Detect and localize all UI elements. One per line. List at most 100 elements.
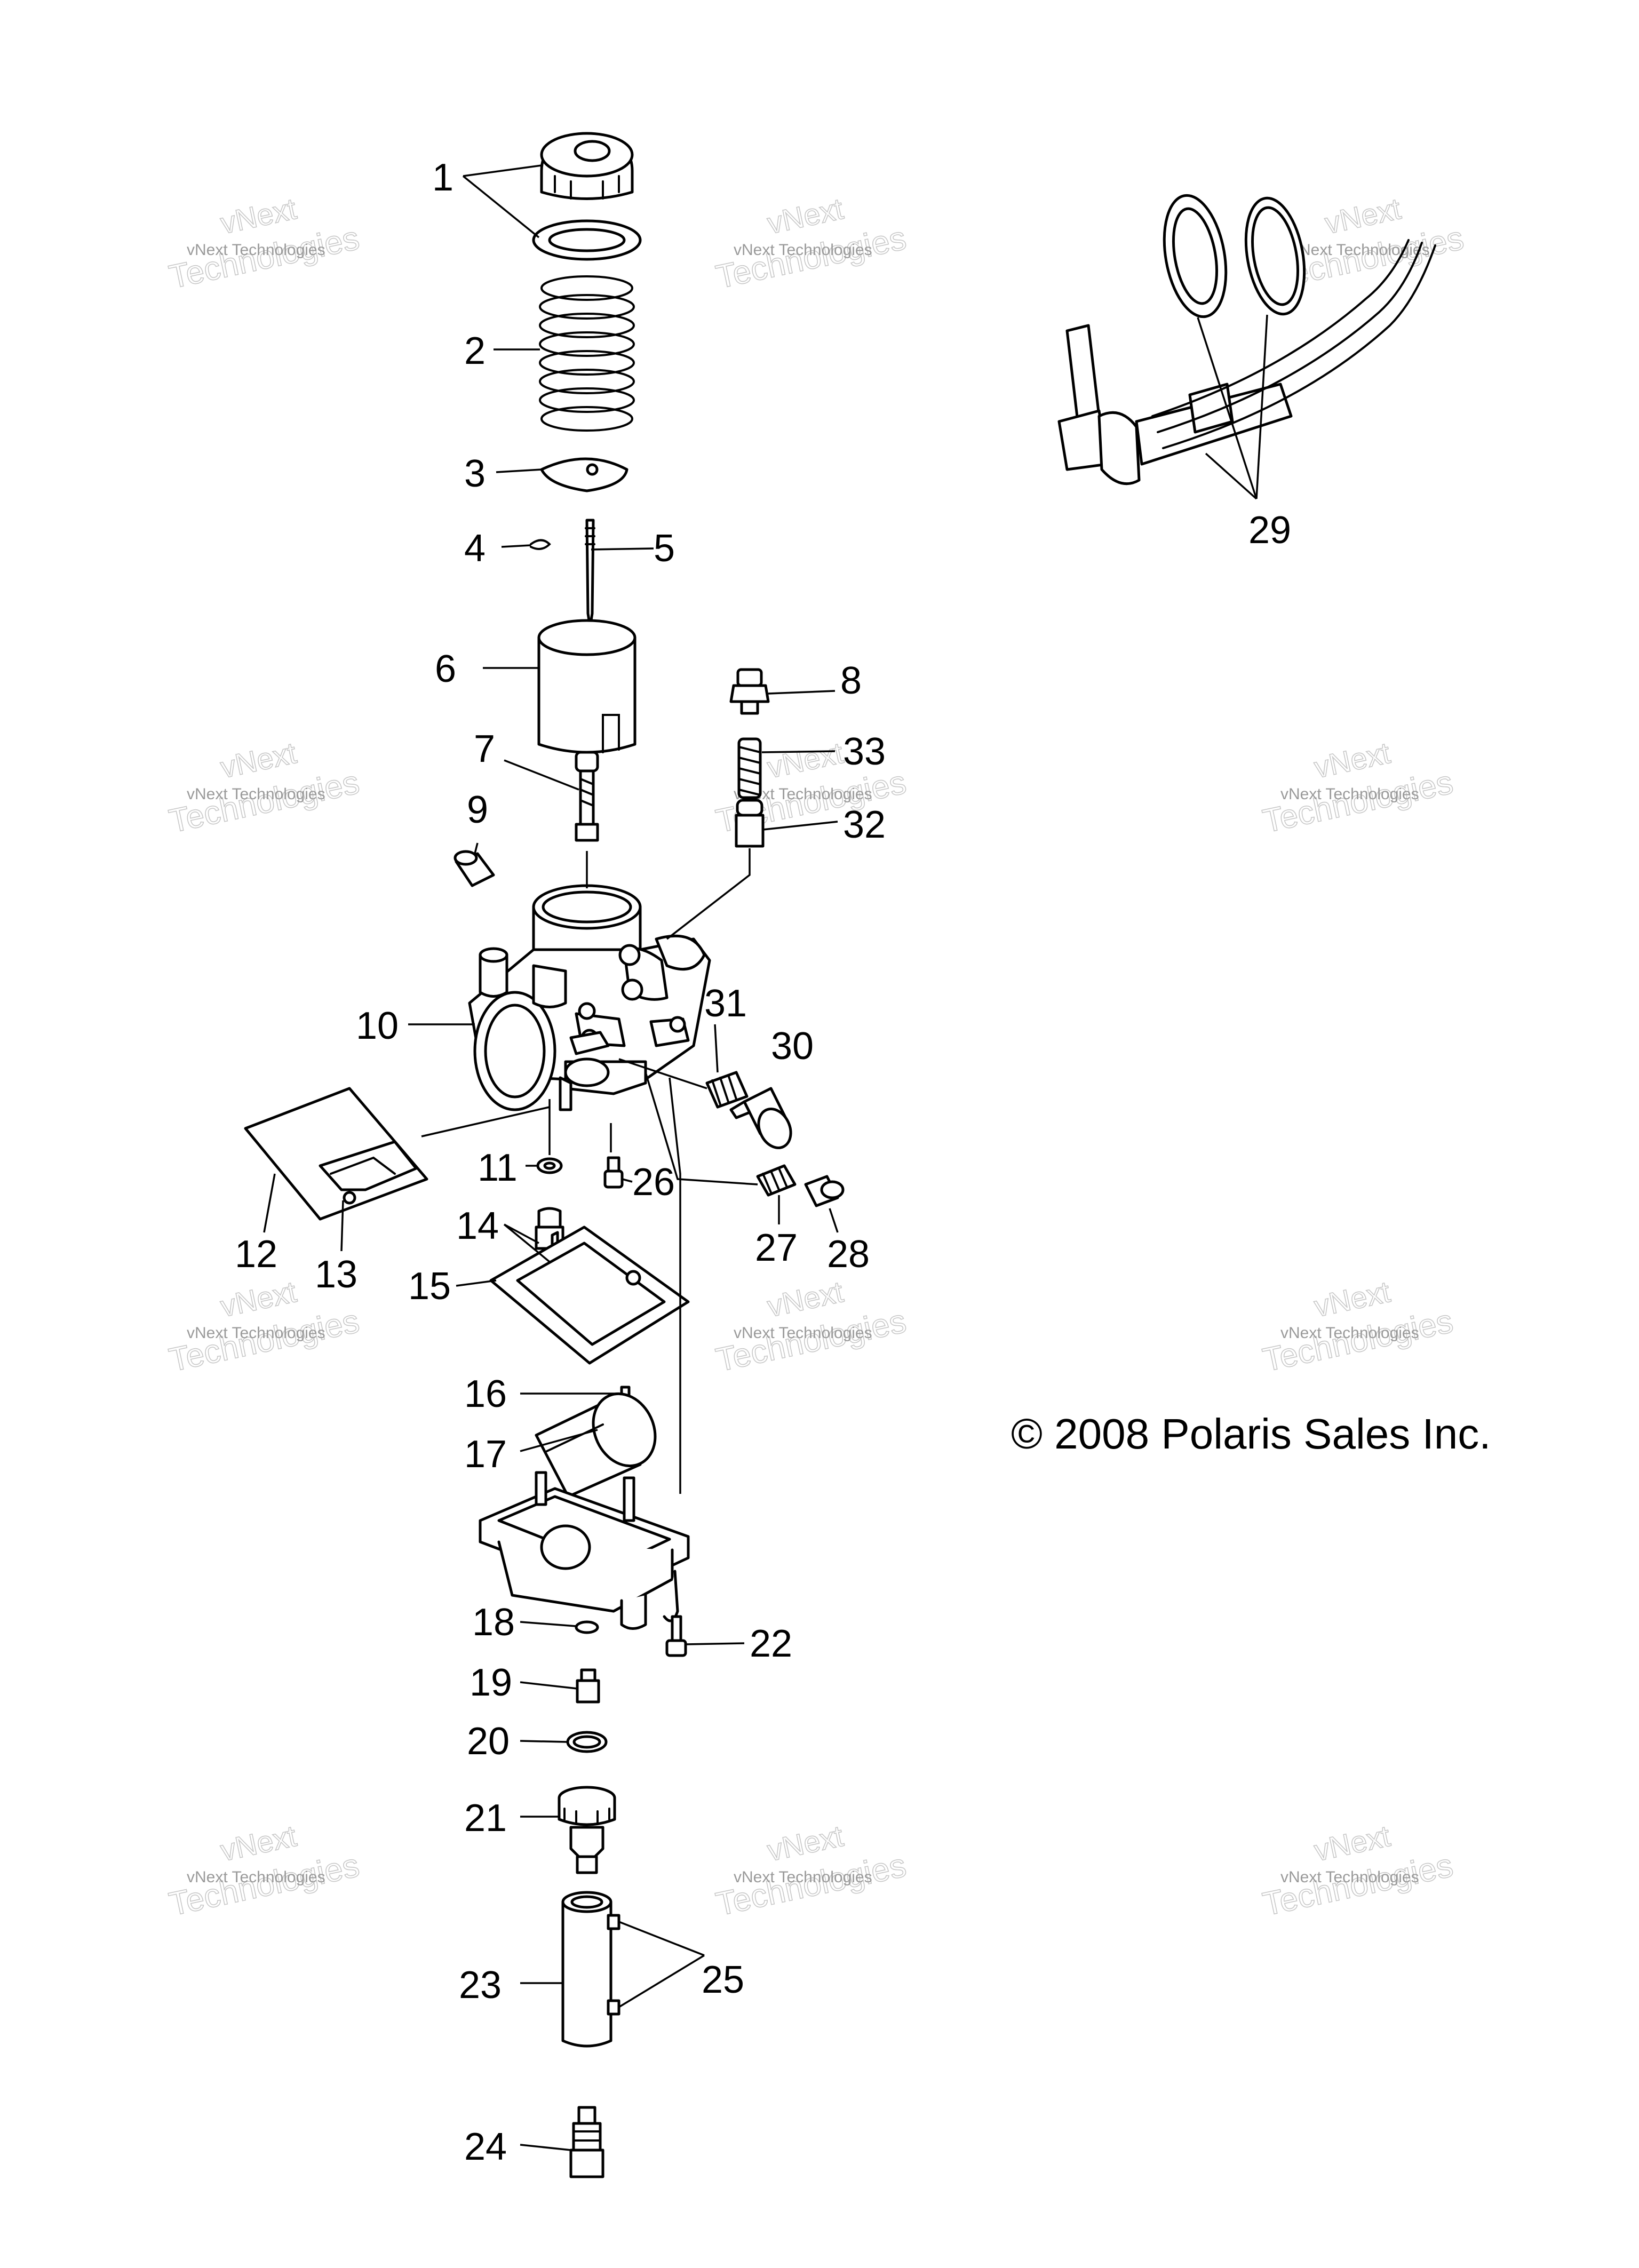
watermark-small-text: vNext Technologies bbox=[1280, 785, 1419, 803]
watermark-big-line1: vNext bbox=[218, 736, 300, 784]
watermark-small-text: vNext Technologies bbox=[734, 1868, 872, 1886]
callout-6: 6 bbox=[435, 648, 456, 690]
watermark-small-text: vNext Technologies bbox=[187, 1324, 325, 1342]
watermark-small-text: vNext Technologies bbox=[734, 1324, 872, 1342]
part-8-fitting bbox=[729, 668, 770, 715]
callout-12: 12 bbox=[235, 1233, 277, 1276]
watermark-small-text: vNext Technologies bbox=[734, 241, 872, 259]
part-18-washer bbox=[575, 1620, 599, 1634]
part-26-jet bbox=[603, 1156, 624, 1189]
callout-14: 14 bbox=[456, 1205, 499, 1247]
callout-3: 3 bbox=[464, 452, 486, 495]
callout-32: 32 bbox=[843, 803, 886, 846]
part-21-drain-plug bbox=[558, 1786, 616, 1874]
callout-11: 11 bbox=[478, 1147, 518, 1189]
part-33-spring bbox=[737, 737, 762, 799]
part-32-plunger bbox=[735, 799, 765, 848]
callout-27: 27 bbox=[755, 1227, 798, 1269]
part-5-jet-needle bbox=[585, 519, 595, 628]
callout-labels: 1 2 3 4 5 6 7 8 9 10 11 12 13 14 15 16 1… bbox=[235, 156, 1291, 2168]
watermark-big-line1: vNext bbox=[765, 736, 847, 784]
watermark-small-text: vNext Technologies bbox=[1280, 1324, 1419, 1342]
part-3-retainer-plate bbox=[540, 457, 628, 492]
callout-5: 5 bbox=[654, 527, 675, 570]
part-22-screw bbox=[665, 1615, 687, 1657]
part-6-throttle-slide bbox=[537, 619, 636, 754]
callout-16: 16 bbox=[464, 1373, 507, 1415]
watermark-big-line1: vNext bbox=[218, 1819, 300, 1867]
part-31-spring bbox=[705, 1071, 749, 1109]
part-28-screw bbox=[804, 1175, 845, 1207]
part-30-screw bbox=[729, 1087, 792, 1149]
part-2-spring bbox=[539, 275, 635, 432]
callout-25: 25 bbox=[702, 1959, 744, 2001]
callout-9: 9 bbox=[467, 789, 488, 831]
watermark-big-line1: vNext bbox=[1311, 736, 1394, 784]
callout-leaders bbox=[263, 164, 1268, 2151]
callout-7: 7 bbox=[474, 728, 495, 770]
callout-23: 23 bbox=[459, 1964, 502, 2007]
part-15-bowl-gasket bbox=[489, 1225, 690, 1365]
watermark-big-line1: vNext bbox=[218, 192, 300, 240]
callout-10: 10 bbox=[356, 1005, 399, 1047]
assembly-connector-lines bbox=[421, 848, 758, 1494]
part-1-top-cap bbox=[532, 132, 642, 261]
callout-17: 17 bbox=[464, 1433, 507, 1476]
part-11-washer bbox=[536, 1157, 563, 1174]
part-20-o-ring bbox=[566, 1731, 608, 1753]
part-13-float-clip bbox=[319, 1140, 418, 1205]
watermark-big-line1: vNext bbox=[218, 1275, 300, 1323]
part-9-plug bbox=[453, 850, 495, 887]
watermark-small-text: vNext Technologies bbox=[1291, 241, 1430, 259]
callout-30: 30 bbox=[771, 1025, 814, 1068]
watermark-big-line1: vNext bbox=[765, 192, 847, 240]
watermark-small-text: vNext Technologies bbox=[187, 241, 325, 259]
callout-18: 18 bbox=[472, 1601, 515, 1644]
callout-8: 8 bbox=[840, 659, 862, 702]
callout-24: 24 bbox=[464, 2126, 507, 2168]
part-12-gasket bbox=[244, 1087, 428, 1221]
callout-15: 15 bbox=[408, 1265, 451, 1308]
watermark-big-line1: vNext bbox=[765, 1819, 847, 1867]
watermark-big-line1: vNext bbox=[1311, 1275, 1394, 1323]
watermark-small-text: vNext Technologies bbox=[187, 1868, 325, 1886]
callout-2: 2 bbox=[464, 330, 486, 372]
callout-19: 19 bbox=[470, 1661, 512, 1704]
part-7-screw bbox=[575, 751, 599, 842]
part-10-carburetor-body bbox=[468, 884, 711, 1111]
part-23-drain-tube bbox=[561, 1891, 612, 2048]
part-17-float bbox=[535, 1392, 657, 1498]
callout-28: 28 bbox=[827, 1233, 870, 1276]
part-19-jet bbox=[576, 1668, 600, 1704]
callout-22: 22 bbox=[750, 1622, 792, 1665]
watermark-big-line1: vNext bbox=[1311, 1819, 1394, 1867]
part-24-fitting bbox=[569, 2106, 604, 2178]
watermark-small-text: vNext Technologies bbox=[1280, 1868, 1419, 1886]
callout-29: 29 bbox=[1248, 509, 1291, 552]
watermark-small-text: vNext Technologies bbox=[187, 785, 325, 803]
part-29-throttle-assembly bbox=[1057, 194, 1436, 486]
part-27-spring bbox=[756, 1164, 797, 1197]
callout-4: 4 bbox=[464, 527, 486, 570]
callout-13: 13 bbox=[315, 1253, 357, 1296]
callout-21: 21 bbox=[464, 1797, 507, 1840]
callout-31: 31 bbox=[704, 982, 747, 1025]
callout-20: 20 bbox=[467, 1720, 510, 1763]
part-25-clamps bbox=[607, 1914, 620, 2016]
part-4-e-clip bbox=[530, 539, 551, 550]
part-bowl-float-chamber bbox=[479, 1471, 690, 1630]
callout-1: 1 bbox=[432, 156, 453, 199]
callout-33: 33 bbox=[843, 730, 886, 773]
watermark-big-line1: vNext bbox=[1322, 192, 1404, 240]
callout-26: 26 bbox=[632, 1161, 675, 1204]
